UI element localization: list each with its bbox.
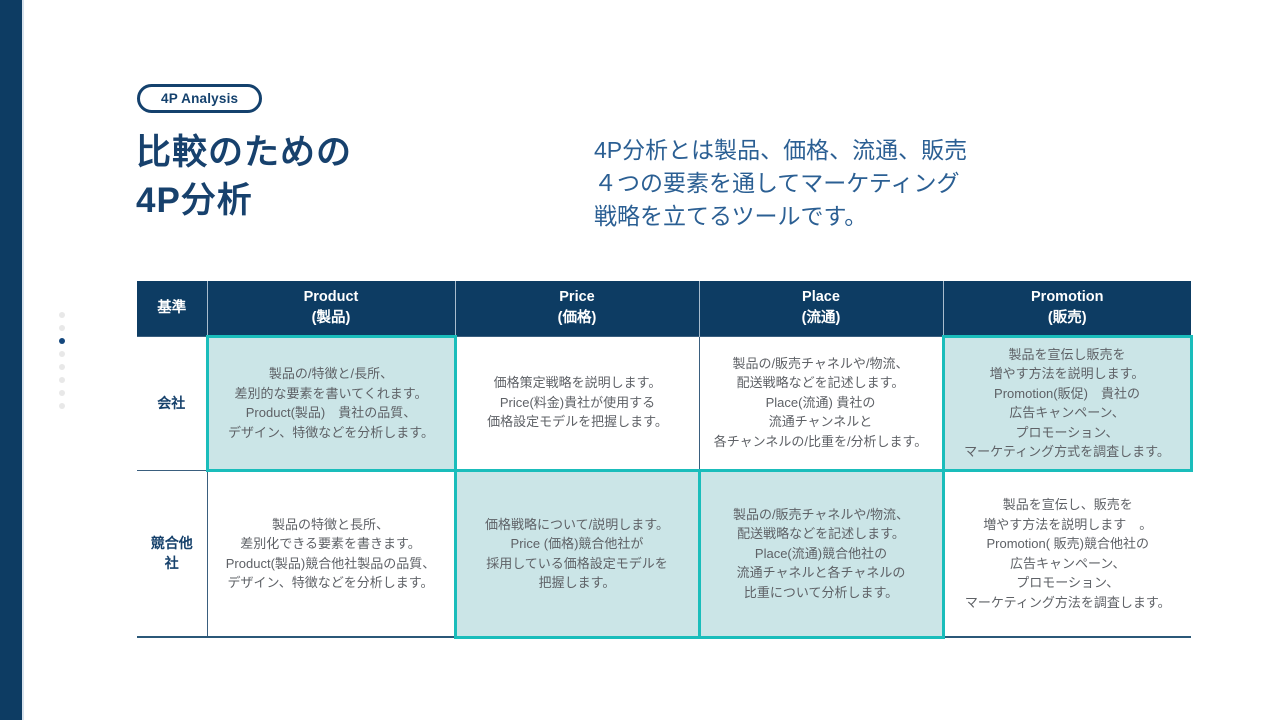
- cell-company-promotion: 製品を宣伝し販売を 増やす方法を説明します。 Promotion(販促) 貴社の…: [941, 334, 1193, 472]
- dots-decoration: [59, 312, 65, 409]
- topic-badge-label: 4P Analysis: [161, 91, 239, 106]
- cell-company-place: 製品の/販売チャネルや/物流、 配送戦略などを記述します。 Place(流通) …: [698, 335, 944, 471]
- table-row-company: 会社 製品の/特徴と/長所、 差別的な要素を書いてくれます。 Product(製…: [137, 334, 1193, 472]
- dot: [59, 390, 65, 396]
- cell-competitor-place: 製品の/販売チャネルや/物流、 配送戦略などを記述します。 Place(流通)競…: [697, 468, 945, 639]
- cell-competitor-price: 価格戦略について/説明します。 Price (価格)競合他社が 採用している価格…: [453, 468, 701, 639]
- header-place: Place (流通): [698, 281, 943, 336]
- dot-active: [59, 338, 65, 344]
- cell-company-price: 価格策定戦略を説明します。 Price(料金)貴社が使用する 価格設定モデルを把…: [454, 335, 700, 471]
- header-criteria: 基準: [137, 281, 207, 336]
- dot: [59, 377, 65, 383]
- 4p-comparison-table: 基準 Product (製品) Price (価格) Place (流通) Pr…: [137, 281, 1193, 639]
- cell-competitor-promotion: 製品を宣伝し、販売を 増やす方法を説明します 。 Promotion( 販売)競…: [942, 469, 1191, 638]
- header-promotion: Promotion (販売): [942, 281, 1191, 336]
- dot: [59, 403, 65, 409]
- slide-description: 4P分析とは製品、価格、流通、販売 ４つの要素を通してマーケティング 戦略を立て…: [594, 137, 968, 229]
- topic-badge: 4P Analysis: [137, 84, 263, 113]
- header-product: Product (製品): [206, 281, 455, 336]
- dot: [59, 351, 65, 357]
- row-label-competitor: 競合他社: [137, 469, 208, 638]
- dot: [59, 312, 65, 318]
- side-strip-decoration: [0, 0, 24, 720]
- dot: [59, 325, 65, 331]
- dot: [59, 364, 65, 370]
- table-header-row: 基準 Product (製品) Price (価格) Place (流通) Pr…: [137, 281, 1191, 336]
- table-row-competitor: 競合他社 製品の特徴と長所、 差別化できる要素を書きます。 Product(製品…: [137, 468, 1191, 639]
- cell-competitor-product: 製品の特徴と長所、 差別化できる要素を書きます。 Product(製品)競合他社…: [206, 469, 456, 638]
- row-label-company: 会社: [137, 335, 208, 471]
- slide-title: 比較のための 4P分析: [136, 133, 353, 220]
- header-price: Price (価格): [454, 281, 699, 336]
- cell-company-product: 製品の/特徴と/長所、 差別的な要素を書いてくれます。 Product(製品) …: [205, 334, 457, 472]
